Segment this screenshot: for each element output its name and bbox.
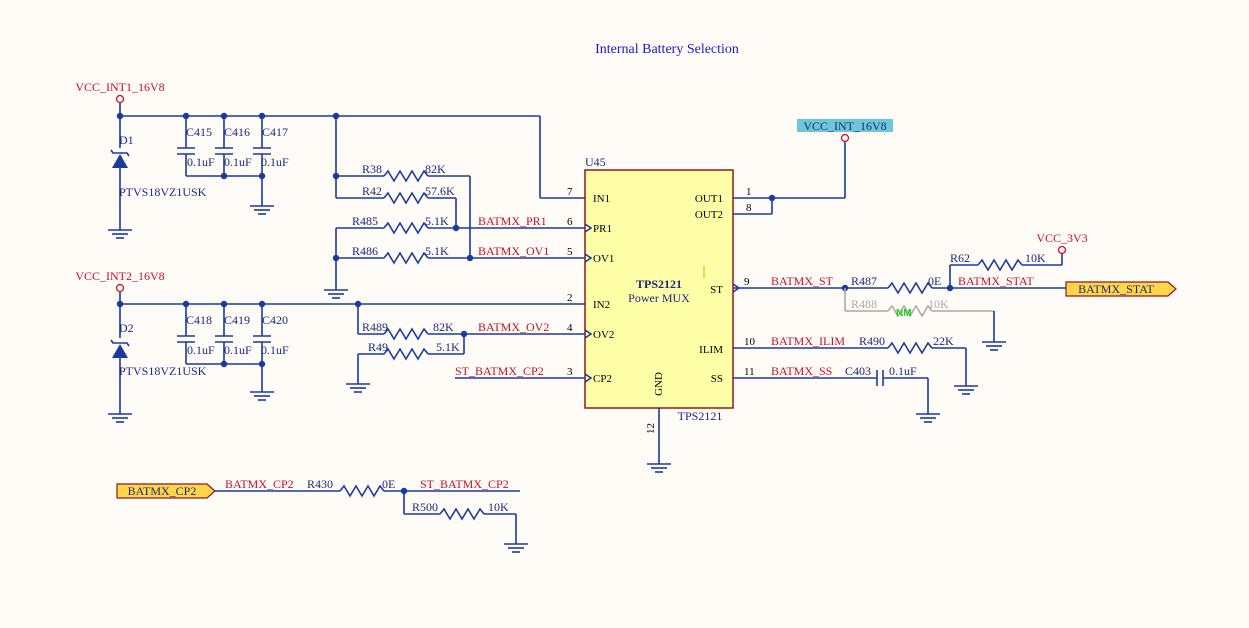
vcc-int2-port <box>115 283 125 293</box>
c418-ref: C418 <box>186 313 212 327</box>
pin-num-cp2: 3 <box>567 366 573 378</box>
page-title: Internal Battery Selection <box>595 42 739 57</box>
r490-val: 22K <box>933 334 954 348</box>
net-batmx-stat: BATMX_STAT <box>958 274 1034 288</box>
chip-u45 <box>584 169 734 409</box>
r62-val: 10K <box>1025 251 1046 265</box>
port-batmx-cp2-label: BATMX_CP2 <box>128 484 197 498</box>
r38-ref: R38 <box>362 162 382 176</box>
r38-val: 82K <box>425 162 446 176</box>
pin-num-ov2: 4 <box>567 322 573 334</box>
r486-ref: R486 <box>352 244 378 258</box>
net-st-batmx-cp2: ST_BATMX_CP2 <box>455 364 544 378</box>
r430-val: 0E <box>382 477 395 491</box>
pin-num-gnd: 12 <box>645 423 657 434</box>
vcc-int2-label: VCC_INT2_16V8 <box>75 269 164 283</box>
net-batmx-st: BATMX_ST <box>771 274 834 288</box>
c403-val: 0.1uF <box>889 364 917 378</box>
pin-num-out2: 8 <box>746 202 752 214</box>
pin-num-st: 9 <box>744 276 750 288</box>
pin-ss: SS <box>711 373 723 385</box>
r490-ref: R490 <box>859 334 885 348</box>
r487-ref: R487 <box>851 274 877 288</box>
r487-val: 0E <box>928 274 941 288</box>
r489-ref: R489 <box>362 320 388 334</box>
pin-pr1: PR1 <box>593 223 612 235</box>
r430-ref: R430 <box>307 477 333 491</box>
net-batmx-pr1: BATMX_PR1 <box>478 214 547 228</box>
d1-part: PTVS18VZ1USK <box>119 185 207 199</box>
r488-ref: R488 <box>851 297 877 311</box>
r489-val: 82K <box>433 320 454 334</box>
d2-ref: D2 <box>119 321 134 335</box>
c420-ref: C420 <box>262 313 288 327</box>
net-batmx-ilim: BATMX_ILIM <box>771 334 845 348</box>
pin-num-ss: 11 <box>744 366 755 378</box>
diode-d2 <box>110 339 130 406</box>
r500-val: 10K <box>488 500 509 514</box>
net-batmx-ss: BATMX_SS <box>771 364 832 378</box>
pin-num-pr1: 6 <box>567 216 573 228</box>
net-batmx-ov2: BATMX_OV2 <box>478 320 549 334</box>
r62-ref: R62 <box>950 251 970 265</box>
pin-gnd: GND <box>653 372 665 396</box>
c419-ref: C419 <box>224 313 250 327</box>
pin-ov2: OV2 <box>593 329 614 341</box>
r42-ref: R42 <box>362 184 382 198</box>
vcc-3v3-label: VCC_3V3 <box>1036 231 1087 245</box>
r488-val: 10K <box>928 297 949 311</box>
pin-num-in1: 7 <box>567 186 573 198</box>
pin-num-ilim: 10 <box>744 336 756 348</box>
vcc-int-highlight <box>797 119 893 132</box>
c403-ref: C403 <box>845 364 871 378</box>
diode-d1 <box>110 149 130 222</box>
c416-ref: C416 <box>224 125 250 139</box>
net-batmx-cp2: BATMX_CP2 <box>225 477 294 491</box>
vcc-int-port <box>840 133 850 143</box>
chip-footer: TPS2121 <box>678 409 723 423</box>
pin-st: ST <box>710 284 723 296</box>
vcc-int1-port <box>115 94 125 104</box>
port-batmx-cp2: BATMX_CP2 <box>116 483 216 499</box>
pin-ilim: ILIM <box>699 344 723 356</box>
c415-ref: C415 <box>186 125 212 139</box>
r488-nm: NM <box>896 308 912 319</box>
pin-num-out1: 1 <box>746 186 752 198</box>
c415-val: 0.1uF <box>187 155 215 169</box>
d2-part: PTVS18VZ1USK <box>119 364 207 378</box>
port-batmx-stat-label: BATMX_STAT <box>1078 282 1154 296</box>
vcc-int1-label: VCC_INT1_16V8 <box>75 80 164 94</box>
net-batmx-ov1: BATMX_OV1 <box>478 244 549 258</box>
d1-ref: D1 <box>119 133 134 147</box>
net-st-batmx-cp2-bottom: ST_BATMX_CP2 <box>420 477 509 491</box>
r42-val: 57.6K <box>425 184 455 198</box>
vcc-int-label: VCC_INT_16V8 <box>803 119 886 133</box>
r485-val: 5.1K <box>425 214 449 228</box>
r49-ref: R49 <box>368 340 388 354</box>
pin-cp2: CP2 <box>593 373 612 385</box>
c418-val: 0.1uF <box>187 343 215 357</box>
pin-num-ov1: 5 <box>567 246 573 258</box>
pin-out2: OUT2 <box>695 209 723 221</box>
pin-in2: IN2 <box>593 299 610 311</box>
chip-ref: U45 <box>585 155 606 169</box>
chip-desc: Power MUX <box>628 291 690 305</box>
pin-num-in2: 2 <box>567 292 573 304</box>
c419-val: 0.1uF <box>224 343 252 357</box>
port-batmx-stat: BATMX_STAT <box>1065 281 1177 297</box>
pin-out1: OUT1 <box>695 193 723 205</box>
c420-val: 0.1uF <box>261 343 289 357</box>
r486-val: 5.1K <box>425 244 449 258</box>
c417-ref: C417 <box>262 125 288 139</box>
pin-in1: IN1 <box>593 193 610 205</box>
r49-val: 5.1K <box>436 340 460 354</box>
c417-val: 0.1uF <box>261 155 289 169</box>
r485-ref: R485 <box>352 214 378 228</box>
pin-ov1: OV1 <box>593 253 614 265</box>
vcc-3v3-port <box>1057 245 1067 255</box>
r500-ref: R500 <box>412 500 438 514</box>
chip-name: TPS2121 <box>636 277 682 291</box>
c416-val: 0.1uF <box>224 155 252 169</box>
